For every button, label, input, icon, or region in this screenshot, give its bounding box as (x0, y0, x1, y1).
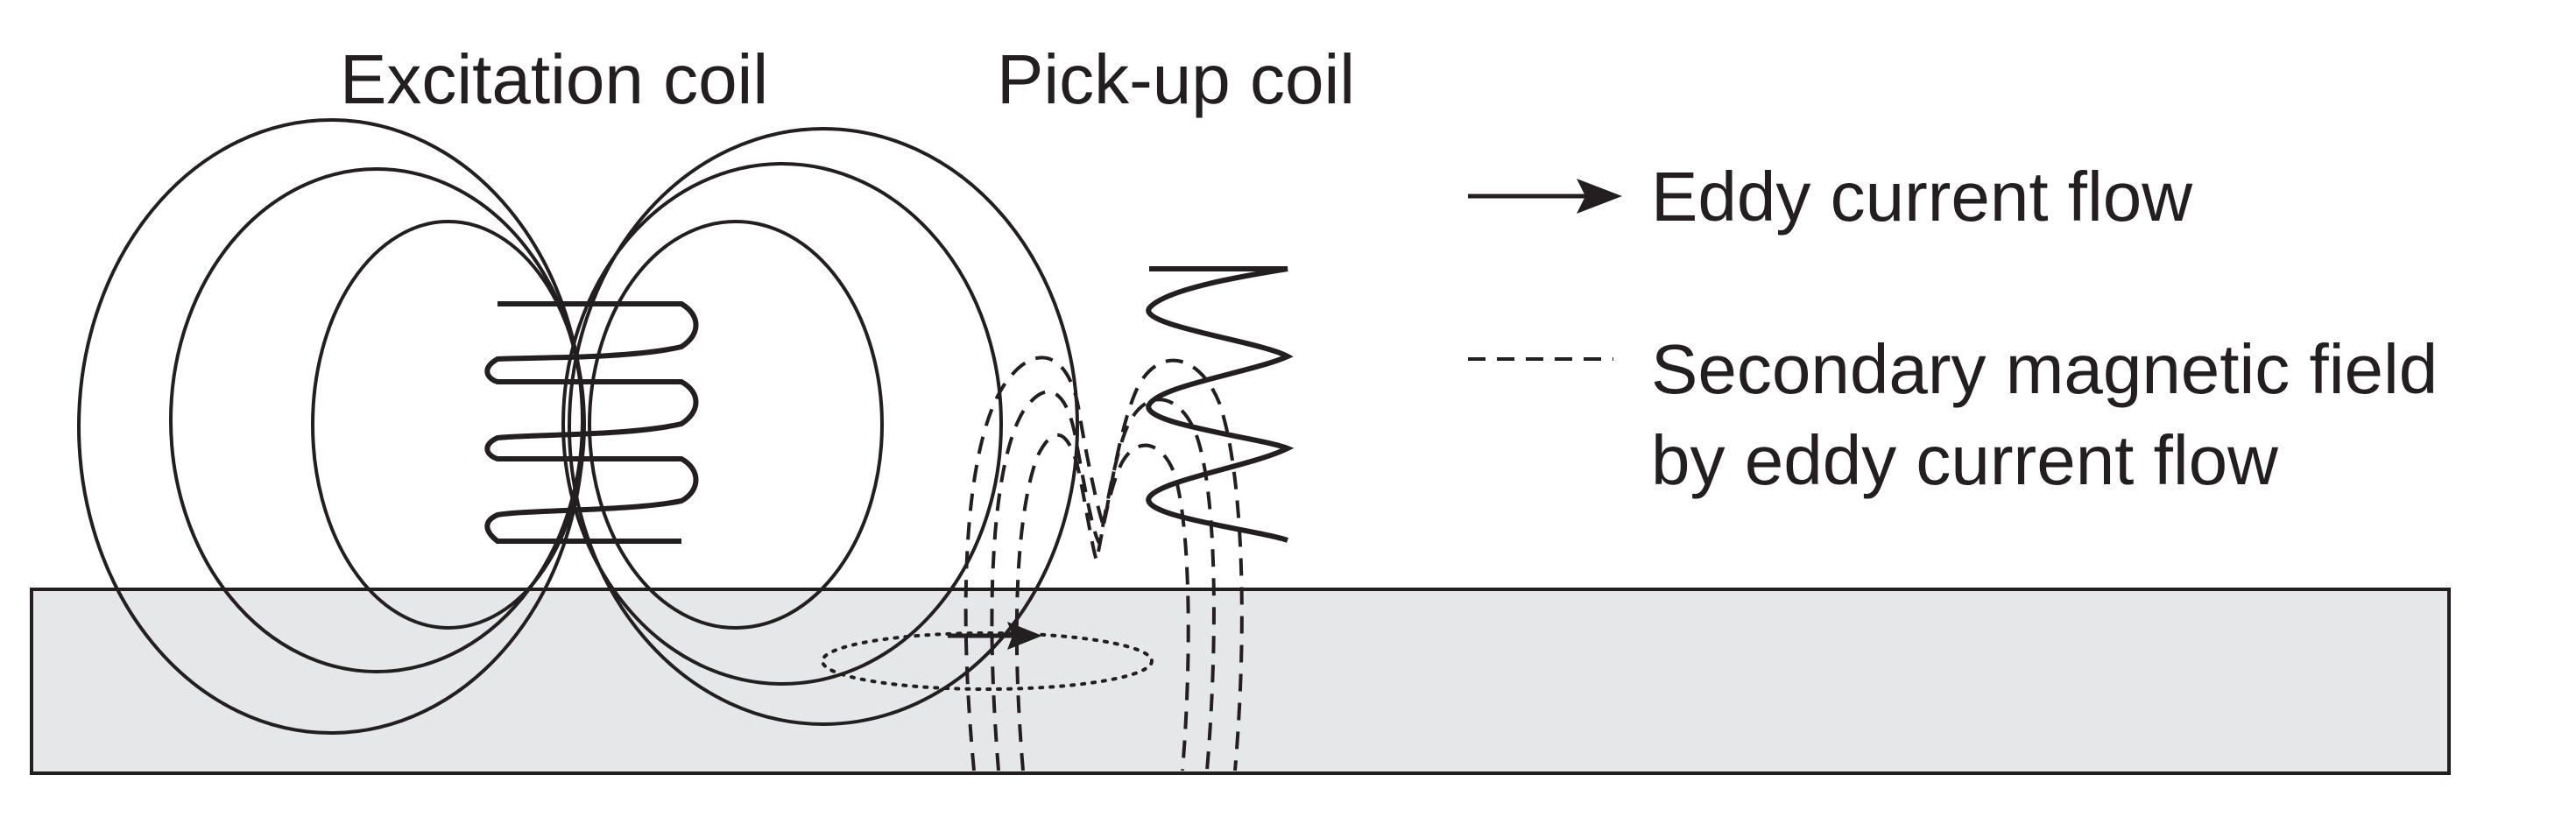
field-loop-left-inner (311, 220, 586, 630)
pickup-coil-label: Pick-up coil (997, 40, 1355, 118)
excitation-coil (484, 301, 699, 544)
pickup-coil (1146, 266, 1295, 543)
secondary-loop-outer (963, 356, 1244, 771)
field-loop-right-middle (561, 162, 1003, 686)
primary-field-lines-right (561, 127, 1079, 726)
field-loop-right-outer (568, 127, 1079, 726)
legend-eddy-current: Eddy current flow (1468, 158, 2192, 236)
secondary-field-lines (963, 356, 1244, 771)
legend-secondary-field-label-line2: by eddy current flow (1651, 421, 2278, 499)
legend-secondary-field: Secondary magnetic field by eddy current… (1468, 330, 2438, 499)
eddy-current-loop (821, 631, 1154, 691)
legend-arrow-icon (1577, 179, 1622, 214)
eddy-current-arrow-head (1007, 622, 1042, 650)
legend-eddy-current-label: Eddy current flow (1651, 158, 2192, 236)
field-loop-right-inner (588, 220, 884, 630)
excitation-coil-label: Excitation coil (340, 40, 768, 118)
legend-secondary-field-label-line1: Secondary magnetic field (1651, 330, 2438, 408)
primary-field-lines-left (77, 118, 586, 735)
secondary-loop-inner (1014, 433, 1190, 771)
